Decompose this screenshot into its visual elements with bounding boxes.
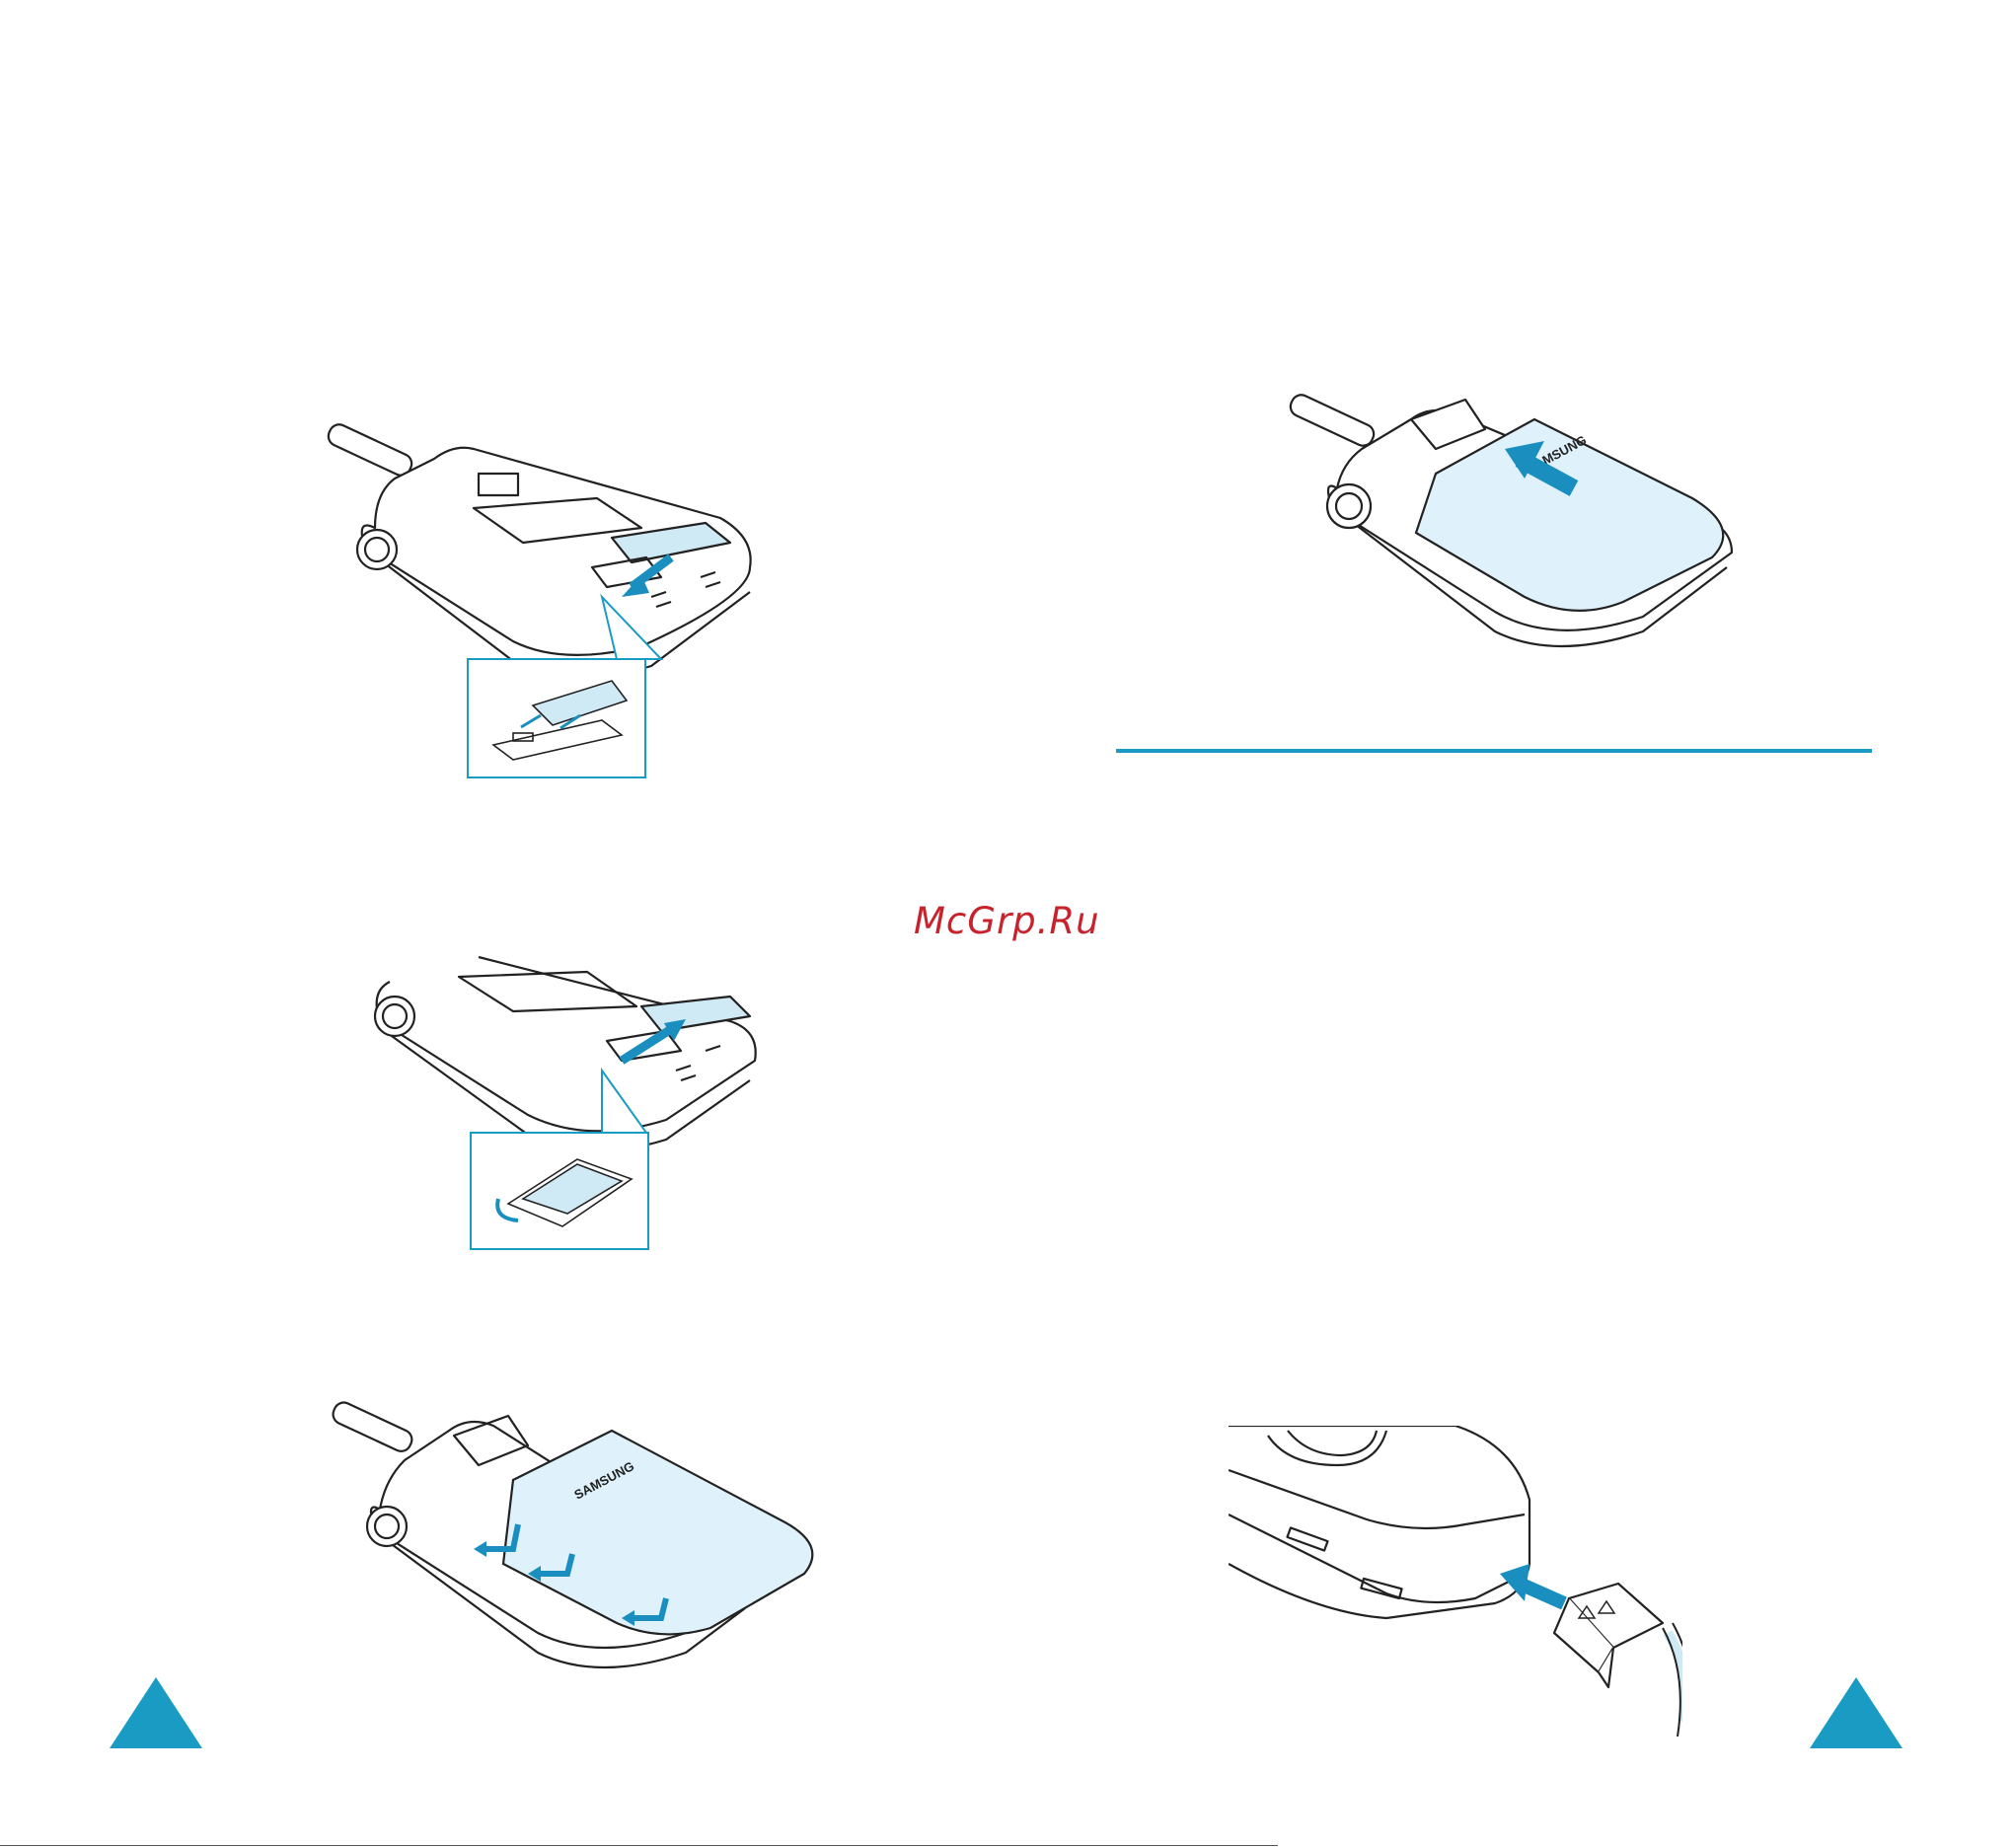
watermark-text: McGrp.Ru [914, 900, 1111, 942]
phone-back-sim-insert-icon [316, 419, 760, 784]
phone-battery-attach-icon: SAMSUNG [326, 1396, 829, 1672]
triangle-marker-icon-right [1810, 1677, 1902, 1748]
phone-charger-connect-icon [1229, 1426, 1682, 1737]
section-divider [1116, 749, 1872, 753]
footer-rule [0, 1845, 1278, 1846]
phone-back-sim-remove-icon [350, 952, 765, 1253]
phone-battery-slide-icon: SAMSUNG [1288, 380, 1742, 651]
triangle-marker-icon-left [110, 1677, 202, 1748]
